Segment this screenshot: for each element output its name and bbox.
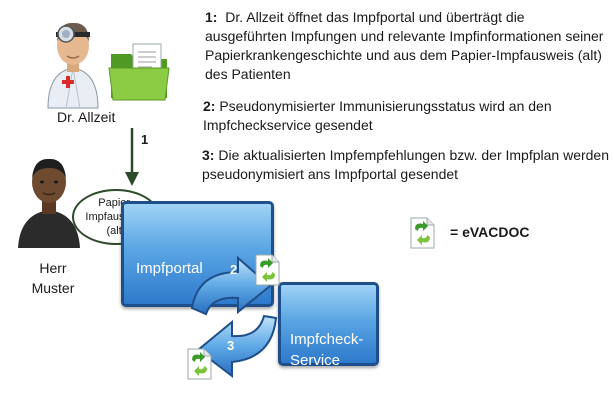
cycle-step-2-label: 2 <box>230 262 238 277</box>
step-1-description: Dr. Allzeit öffnet das Impfportal und üb… <box>205 9 604 82</box>
step-1-text: 1: Dr. Allzeit öffnet das Impfportal und… <box>205 8 605 84</box>
patient-label: Herr Muster <box>31 260 75 296</box>
paper-vaccination-card-bubble: Papier- Impfausweis (alt) <box>72 189 160 245</box>
step-2-number: 2: <box>203 98 216 114</box>
step-1-arrow-label: 1 <box>141 132 149 147</box>
step-3-number: 3: <box>202 147 215 163</box>
legend-label: = eVACDOC <box>450 224 530 240</box>
doctor-icon <box>47 22 99 109</box>
legend-evacdoc-icon <box>410 217 435 249</box>
doctor-label: Dr. Allzeit <box>57 109 116 125</box>
step-3-description: Die aktualisierten Impfempfehlungen bzw.… <box>202 147 610 182</box>
step-2-text: 2: Pseudonymisierter Immunisierungsstatu… <box>203 97 603 135</box>
evacdoc-document-icon <box>187 348 212 380</box>
impfportal-label: Impfportal <box>136 260 203 277</box>
impfcheck-service-label: Impfcheck- Service <box>290 331 364 369</box>
evacdoc-document-icon <box>255 254 280 286</box>
impfcheck-service-box: Impfcheck- Service <box>278 282 379 369</box>
patient-icon <box>18 158 80 248</box>
step-3-text: 3: Die aktualisierten Impfempfehlungen b… <box>202 146 612 184</box>
impfportal-box: Impfportal <box>121 201 274 307</box>
cycle-arrow-to-impfcheck <box>190 255 272 316</box>
cycle-step-3-label: 3 <box>227 338 235 353</box>
step-2-description: Pseudonymisierter Immunisierungsstatus w… <box>203 98 552 133</box>
exchange-cycle-arrows <box>190 255 278 379</box>
folder-icon <box>108 43 170 101</box>
step-1-number: 1: <box>205 9 218 25</box>
step-1-arrow <box>125 128 139 186</box>
